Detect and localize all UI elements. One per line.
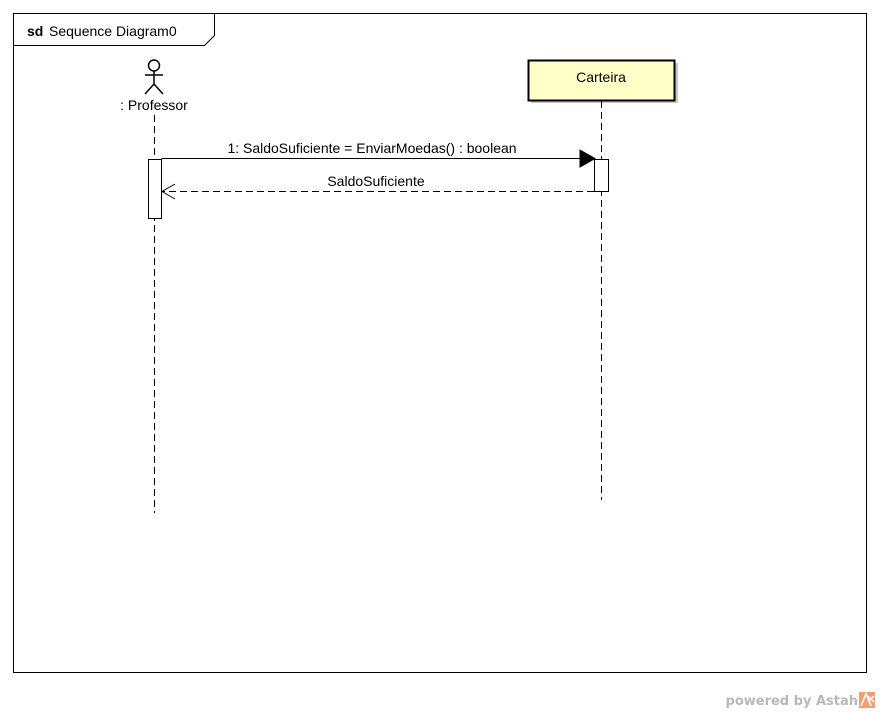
- watermark-text: powered by Astah: [726, 694, 858, 709]
- message-return[interactable]: SaldoSuficiente: [160, 173, 594, 200]
- message-return-label: SaldoSuficiente: [327, 173, 425, 189]
- object-box-carteira[interactable]: [527, 59, 676, 102]
- lifeline-label-professor: : Professor: [120, 97, 188, 113]
- frame-keyword: sd: [27, 23, 43, 39]
- activation-bar-professor: [148, 159, 162, 219]
- activation-bar-carteira: [594, 159, 609, 192]
- open-arrowhead-icon: [160, 183, 176, 200]
- filled-arrowhead-icon: [579, 149, 597, 168]
- frame-label-box: [13, 13, 215, 46]
- frame-title: Sequence Diagram0: [49, 23, 177, 39]
- message-call-label: 1: SaldoSuficiente = EnviarMoedas() : bo…: [227, 140, 516, 156]
- lifeline-label-carteira: Carteira: [576, 69, 626, 85]
- astah-logo-icon: [859, 691, 875, 708]
- astah-watermark: powered by Astah: [726, 691, 875, 709]
- actor-icon: [144, 59, 164, 95]
- lifeline-carteira[interactable]: Carteira: [527, 59, 679, 501]
- lifeline-professor[interactable]: : Professor: [120, 59, 188, 513]
- diagram-frame: sd Sequence Diagram0: [13, 13, 867, 673]
- frame-border: [13, 13, 867, 673]
- message-call[interactable]: 1: SaldoSuficiente = EnviarMoedas() : bo…: [161, 140, 597, 168]
